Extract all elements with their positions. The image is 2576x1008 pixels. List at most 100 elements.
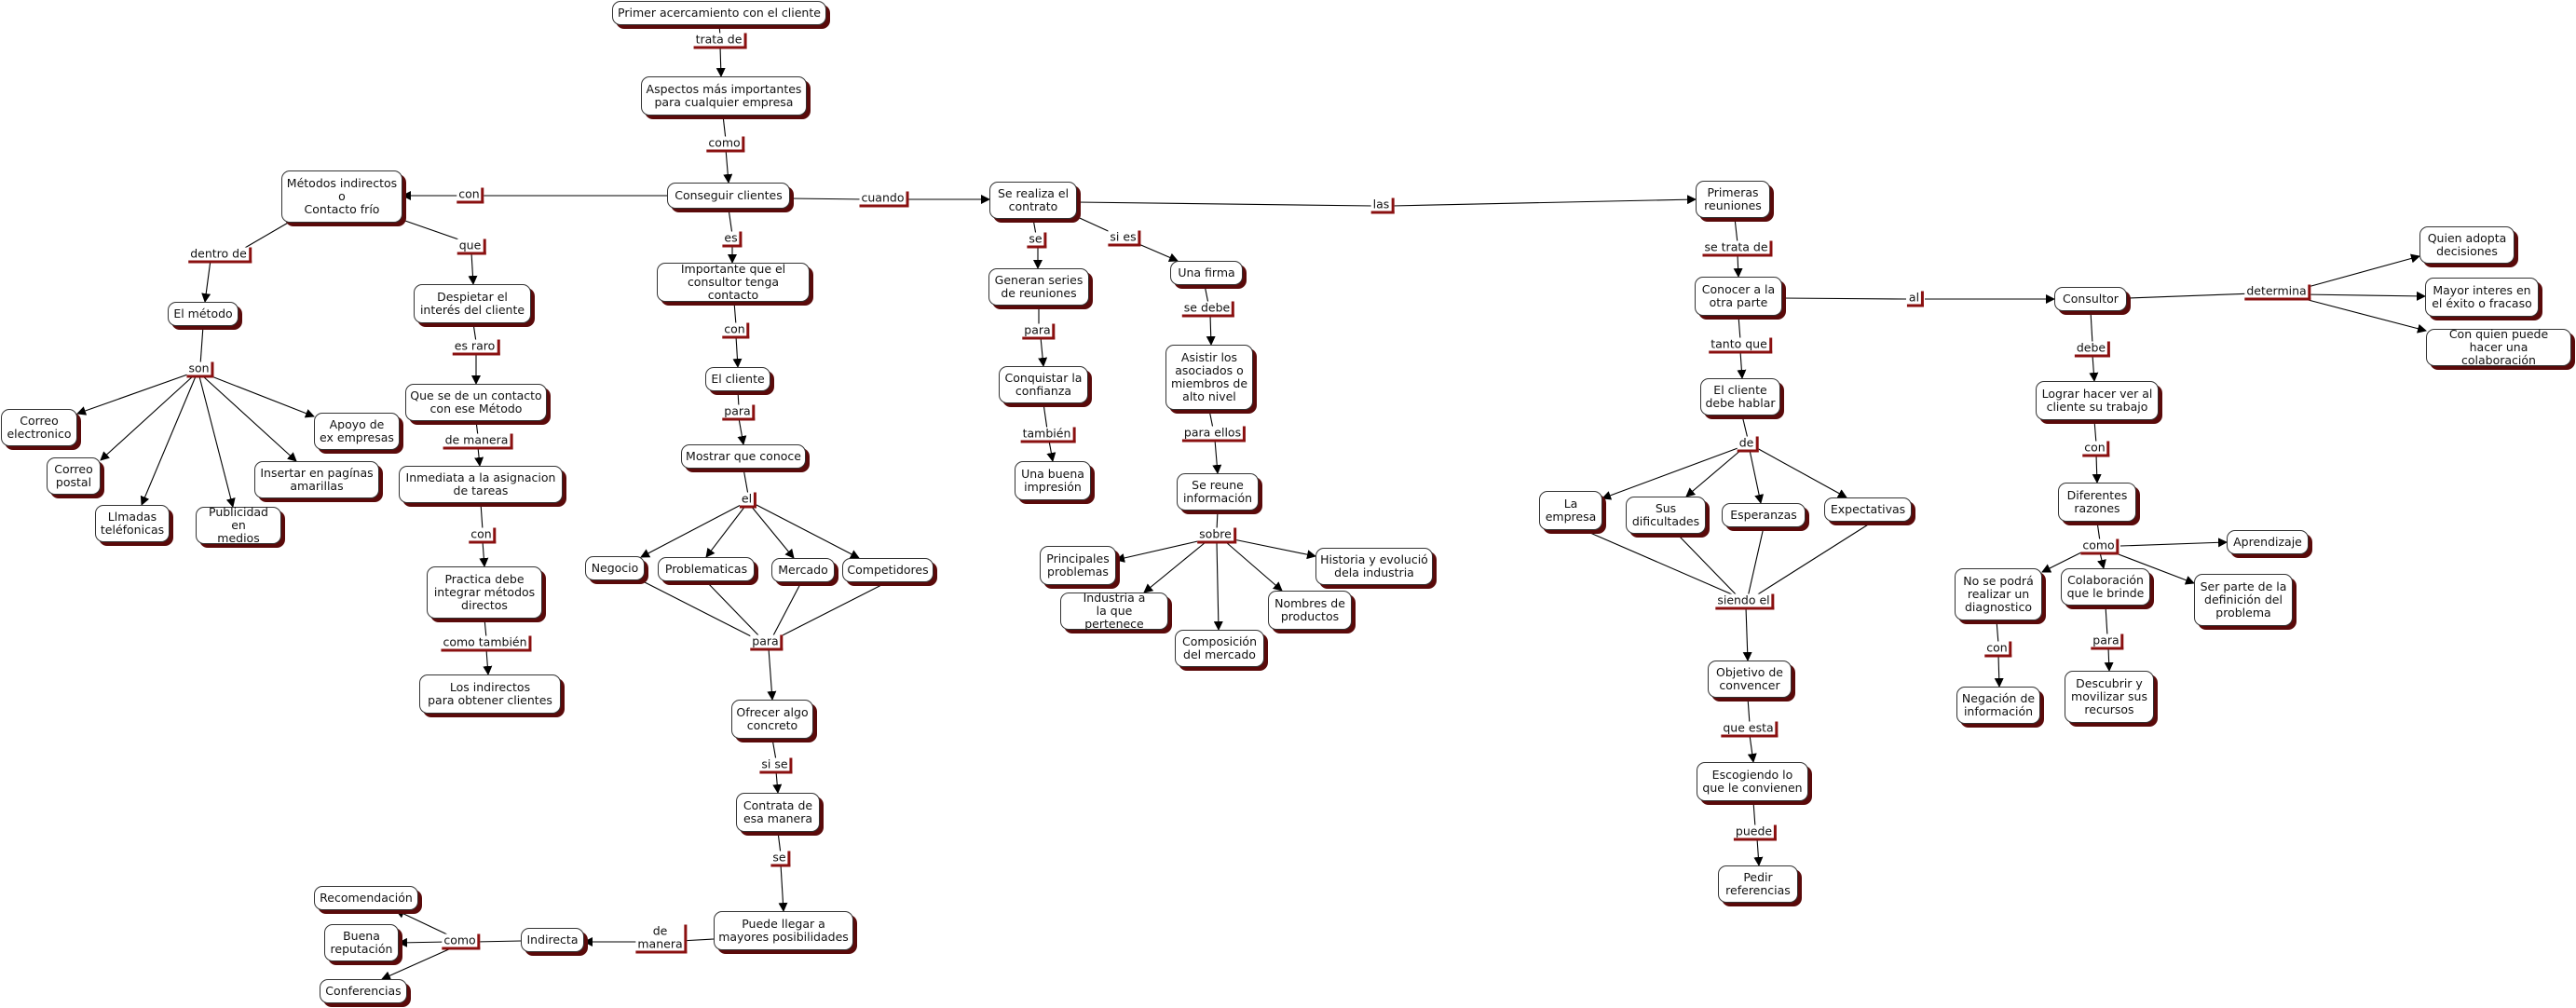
node-conferencias[interactable]: Conferencias [320,979,407,1003]
connector-arrow-14 [198,375,236,508]
node-el-metodo[interactable]: El método [168,302,239,326]
connector-arrow-66 [1115,539,1203,563]
connector-line-8 [402,219,465,242]
connector-line-91 [1781,297,1907,300]
node-conseguir-clientes[interactable]: Conseguir clientes [667,183,790,209]
link-siendo-el: siendo el [1715,593,1775,610]
node-pedir-referencias[interactable]: Pedir referencias [1718,865,1798,903]
node-correo-postal[interactable]: Correo postal [47,457,101,495]
node-mercado[interactable]: Mercado [771,558,835,582]
link-de: de [1737,436,1759,453]
connector-arrow-96 [2300,297,2427,334]
node-principales-problemas[interactable]: Principales problemas [1040,546,1116,585]
link-para: para [1022,323,1056,340]
node-se-reune-informacion[interactable]: Se reune información [1177,473,1259,511]
node-los-indirectos[interactable]: Los indirectos para obtener clientes [419,674,561,714]
connector-arrow-11 [76,372,194,415]
node-negocio[interactable]: Negocio [585,556,645,580]
connector-arrow-20 [474,446,484,467]
node-buena-impresion[interactable]: Una buena impresión [1015,461,1091,500]
node-no-diagnostico[interactable]: No se podrá realizar un diagnostico [1955,568,2042,620]
connector-arrow-64 [1212,439,1222,474]
node-descubrir-movilizar[interactable]: Descubrir y movilizar sus recursos [2065,671,2154,723]
node-con-quien-colaboracion[interactable]: Con quien puede hacer una colaboración [2426,328,2571,367]
node-publicidad-medios[interactable]: Publicidad en medios [196,506,281,545]
node-sus-dificultades[interactable]: Sus dificultades [1626,497,1706,534]
connector-arrow-88 [1747,734,1757,763]
link-dentro-de: dentro de [188,247,252,264]
node-aprendizaje[interactable]: Aprendizaje [2227,530,2309,554]
link-que: que [457,238,486,255]
link-de-manera: de manera [635,924,688,954]
node-competidores[interactable]: Competidores [842,558,934,582]
connector-line-106 [1996,620,1999,645]
connector-line-63 [1208,409,1214,429]
link-para-ellos: para ellos [1181,426,1247,443]
node-la-empresa[interactable]: La empresa [1539,491,1602,530]
node-despertar-interes[interactable]: Despietar el interés del cliente [414,284,531,323]
connector-arrow-58 [1038,336,1048,367]
node-generan-reuniones[interactable]: Generan series de reuniones [988,268,1089,306]
node-mayor-interes[interactable]: Mayor interes en el éxito o fracaso [2425,278,2539,317]
connector-line-19 [475,420,479,437]
connector-arrow-102 [2041,549,2088,573]
node-lograr-ver[interactable]: Lograr hacer ver al cliente su trabajo [2036,381,2159,420]
node-buena-reputacion[interactable]: Buena reputación [324,924,399,961]
node-conocer-otra-parte[interactable]: Conocer a la otra parte [1695,277,1782,316]
connector-arrow-72 [1391,195,1697,207]
node-indirecta[interactable]: Indirecta [521,928,584,952]
node-metodos-indirectos[interactable]: Métodos indirectos o Contacto frío [281,170,402,223]
connector-arrow-68 [1213,541,1223,631]
node-colaboracion-brinde[interactable]: Colaboración que le brinde [2061,568,2150,606]
node-consultor[interactable]: Consultor [2054,287,2127,311]
node-negacion-informacion[interactable]: Negación de información [1956,687,2040,724]
node-correo-electronico[interactable]: Correo electronico [1,409,77,446]
node-quien-adopta[interactable]: Quien adopta decisiones [2419,226,2515,264]
node-primer-acercamiento[interactable]: Primer acercamiento con el cliente [612,1,826,25]
link-con: con [457,187,484,204]
node-se-realiza-contrato[interactable]: Se realiza el contrato [989,182,1077,219]
connector-arrow-67 [1143,541,1206,593]
node-aspectos-importantes[interactable]: Aspectos más importantes para cualquier … [641,76,807,116]
node-contacto-metodo[interactable]: Que se de un contacto con ese Método [405,384,547,421]
node-el-cliente[interactable]: El cliente [705,367,770,391]
node-recomendacion[interactable]: Recomendación [314,886,418,910]
connector-arrow-60 [1046,440,1056,462]
node-contrata-manera[interactable]: Contrata de esa manera [736,793,820,832]
connector-line-59 [1043,402,1048,430]
node-conquistar-confianza[interactable]: Conquistar la confianza [999,366,1088,403]
node-problematicas[interactable]: Problematicas [658,557,755,581]
node-composicion-mercado[interactable]: Composición del mercado [1175,630,1264,667]
connector-arrow-32 [640,503,743,558]
node-insertar-paginas[interactable]: Insertar en pagínas amarillas [254,461,379,498]
node-esperanzas[interactable]: Esperanzas [1722,503,1806,527]
node-inmediata-asignacion[interactable]: Inmediata a la asignacion de tareas [399,466,563,503]
node-llamadas-telefonicas[interactable]: Llmadas teléfonicas [95,505,170,542]
connector-arrow-86 [1742,606,1752,661]
node-escogiendo-convienen[interactable]: Escogiendo lo que le convienen [1697,762,1808,801]
node-puede-llegar[interactable]: Puede llegar a mayores posibilidades [714,911,853,950]
node-ofrecer-concreto[interactable]: Ofrecer algo concreto [731,700,813,739]
node-historia-industria[interactable]: Historia y evolució dela industria [1315,548,1433,585]
node-industria-pertenece[interactable]: Industria a la que pertenece [1060,592,1168,631]
node-asistir-asociados[interactable]: Asistir los asociados o miembros de alto… [1165,345,1253,410]
connector-line-17 [472,322,477,343]
node-cliente-hablar[interactable]: El cliente debe hablar [1700,378,1780,415]
node-primeras-reuniones[interactable]: Primeras reuniones [1696,181,1770,218]
link-si-se: si se [759,757,793,774]
connector-arrow-33 [705,505,746,558]
node-practica-integrar[interactable]: Practica debe integrar métodos directos [427,566,542,619]
node-mostrar-conoce[interactable]: Mostrar que conoce [681,444,806,469]
node-nombres-productos[interactable]: Nombres de productos [1268,591,1352,630]
connector-arrow-50 [381,947,452,980]
node-apoyo-ex-empresas[interactable]: Apoyo de ex empresas [314,413,400,450]
node-ser-parte-definicion[interactable]: Ser parte de la definición del problema [2194,574,2293,626]
connector-arrow-100 [2092,454,2102,484]
node-diferentes-razones[interactable]: Diferentes razones [2058,483,2136,522]
link-como: como [2080,538,2119,555]
node-expectativas[interactable]: Expectativas [1824,497,1912,522]
node-objetivo-convencer[interactable]: Objetivo de convencer [1708,661,1792,698]
node-una-firma[interactable]: Una firma [1170,261,1243,285]
connector-line-53 [1032,218,1037,236]
node-importante-consultor[interactable]: Importante que el consultor tenga contac… [657,263,810,302]
